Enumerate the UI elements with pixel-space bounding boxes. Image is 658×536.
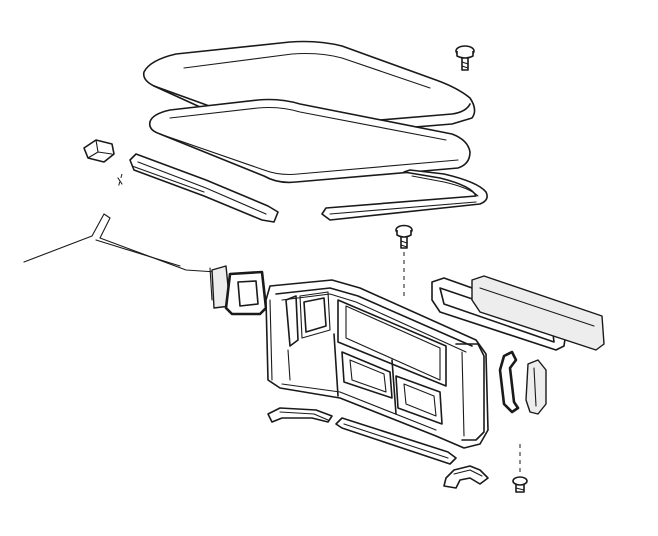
rear-roof-seal [321, 169, 488, 221]
left-seal [224, 270, 268, 316]
small-clip [83, 139, 115, 163]
bolt-middle [395, 224, 413, 249]
inner-roof-panel [148, 98, 471, 184]
right-seal-shape [498, 350, 520, 414]
rear-window-glass [471, 275, 605, 351]
right-seal [498, 350, 520, 414]
right-side-bracket [525, 359, 547, 415]
left-roof-rail-seal [129, 153, 279, 223]
lower-right-bracket [443, 465, 489, 489]
lower-left-bracket [267, 407, 333, 423]
bolt-upper [455, 45, 475, 71]
rear-wall-panel [265, 279, 489, 449]
vehicle-body-outline [23, 177, 217, 301]
bolt-lower [512, 476, 528, 493]
lower-sill-strip [335, 417, 457, 465]
leader-lines [117, 173, 521, 472]
